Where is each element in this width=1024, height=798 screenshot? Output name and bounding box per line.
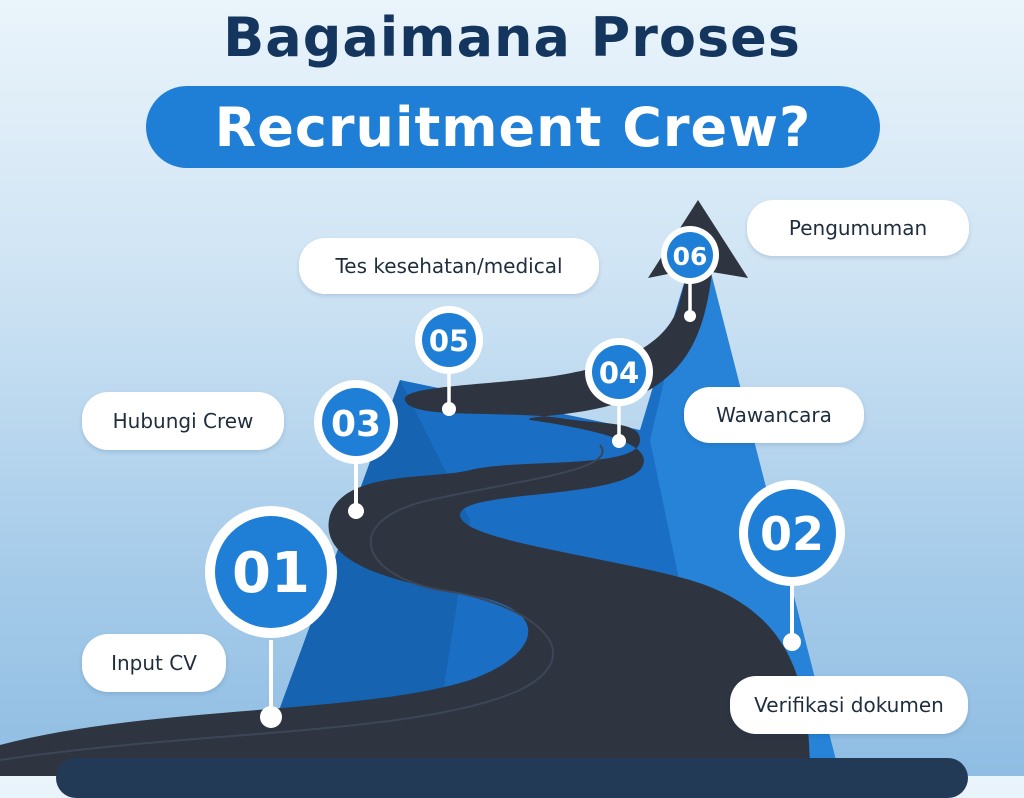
step-number-02: 02 [760, 507, 824, 561]
step-label-01: Input CV [82, 634, 226, 692]
step-label-02: Verifikasi dokumen [730, 676, 968, 734]
step-marker-04: 04 [585, 338, 653, 448]
step-number-03: 03 [331, 404, 381, 445]
step-label-06: Pengumuman [747, 200, 969, 256]
step-label-05: Tes kesehatan/medical [299, 238, 599, 294]
step-number-06: 06 [673, 242, 708, 271]
step-label-03: Hubungi Crew [82, 392, 284, 450]
step-marker-06: 06 [661, 226, 719, 322]
step-label-04: Wawancara [684, 387, 864, 443]
winding-road [0, 200, 810, 776]
step-number-04: 04 [599, 356, 639, 390]
roadmap-illustration: 01 02 03 04 05 06 [0, 200, 845, 776]
step-marker-05: 05 [415, 306, 483, 416]
footer-contact-bar [56, 758, 968, 798]
step-number-01: 01 [232, 541, 310, 606]
title-pill: Recruitment Crew? [146, 86, 880, 168]
step-marker-01: 01 [205, 506, 337, 728]
step-number-05: 05 [429, 324, 469, 358]
road-centerline [0, 444, 604, 761]
step-marker-03: 03 [314, 380, 398, 519]
title-line-2: Recruitment Crew? [214, 95, 812, 159]
step-marker-02: 02 [739, 480, 845, 651]
title-line-1: Bagaimana Proses [223, 6, 801, 69]
